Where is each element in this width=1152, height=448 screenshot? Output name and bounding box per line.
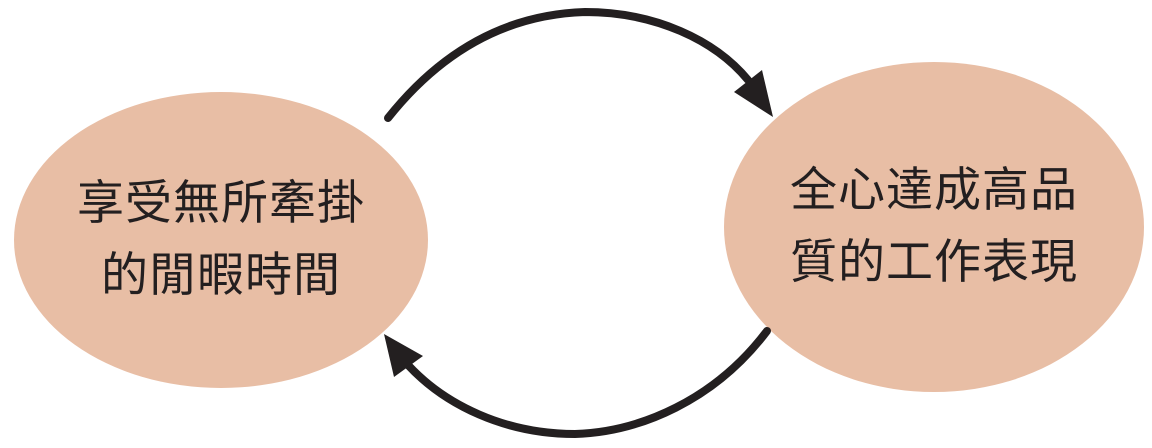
node-work-performance: 全心達成高品 質的工作表現: [724, 62, 1144, 392]
node-left-line-2: 的閒暇時間: [101, 248, 341, 303]
node-right-line-2: 質的工作表現: [790, 235, 1078, 290]
arrowhead-left: [384, 334, 423, 377]
node-left-line-1: 享受無所牽掛: [77, 176, 365, 231]
arrow-right-to-left: [404, 327, 771, 439]
arrowhead-right: [734, 70, 773, 117]
node-leisure-time: 享受無所牽掛 的閒暇時間: [14, 92, 428, 388]
node-right-line-1: 全心達成高品: [790, 163, 1078, 218]
arrow-left-to-right: [384, 7, 752, 122]
node-right-shape: [724, 62, 1144, 392]
node-left-shape: [14, 92, 428, 388]
